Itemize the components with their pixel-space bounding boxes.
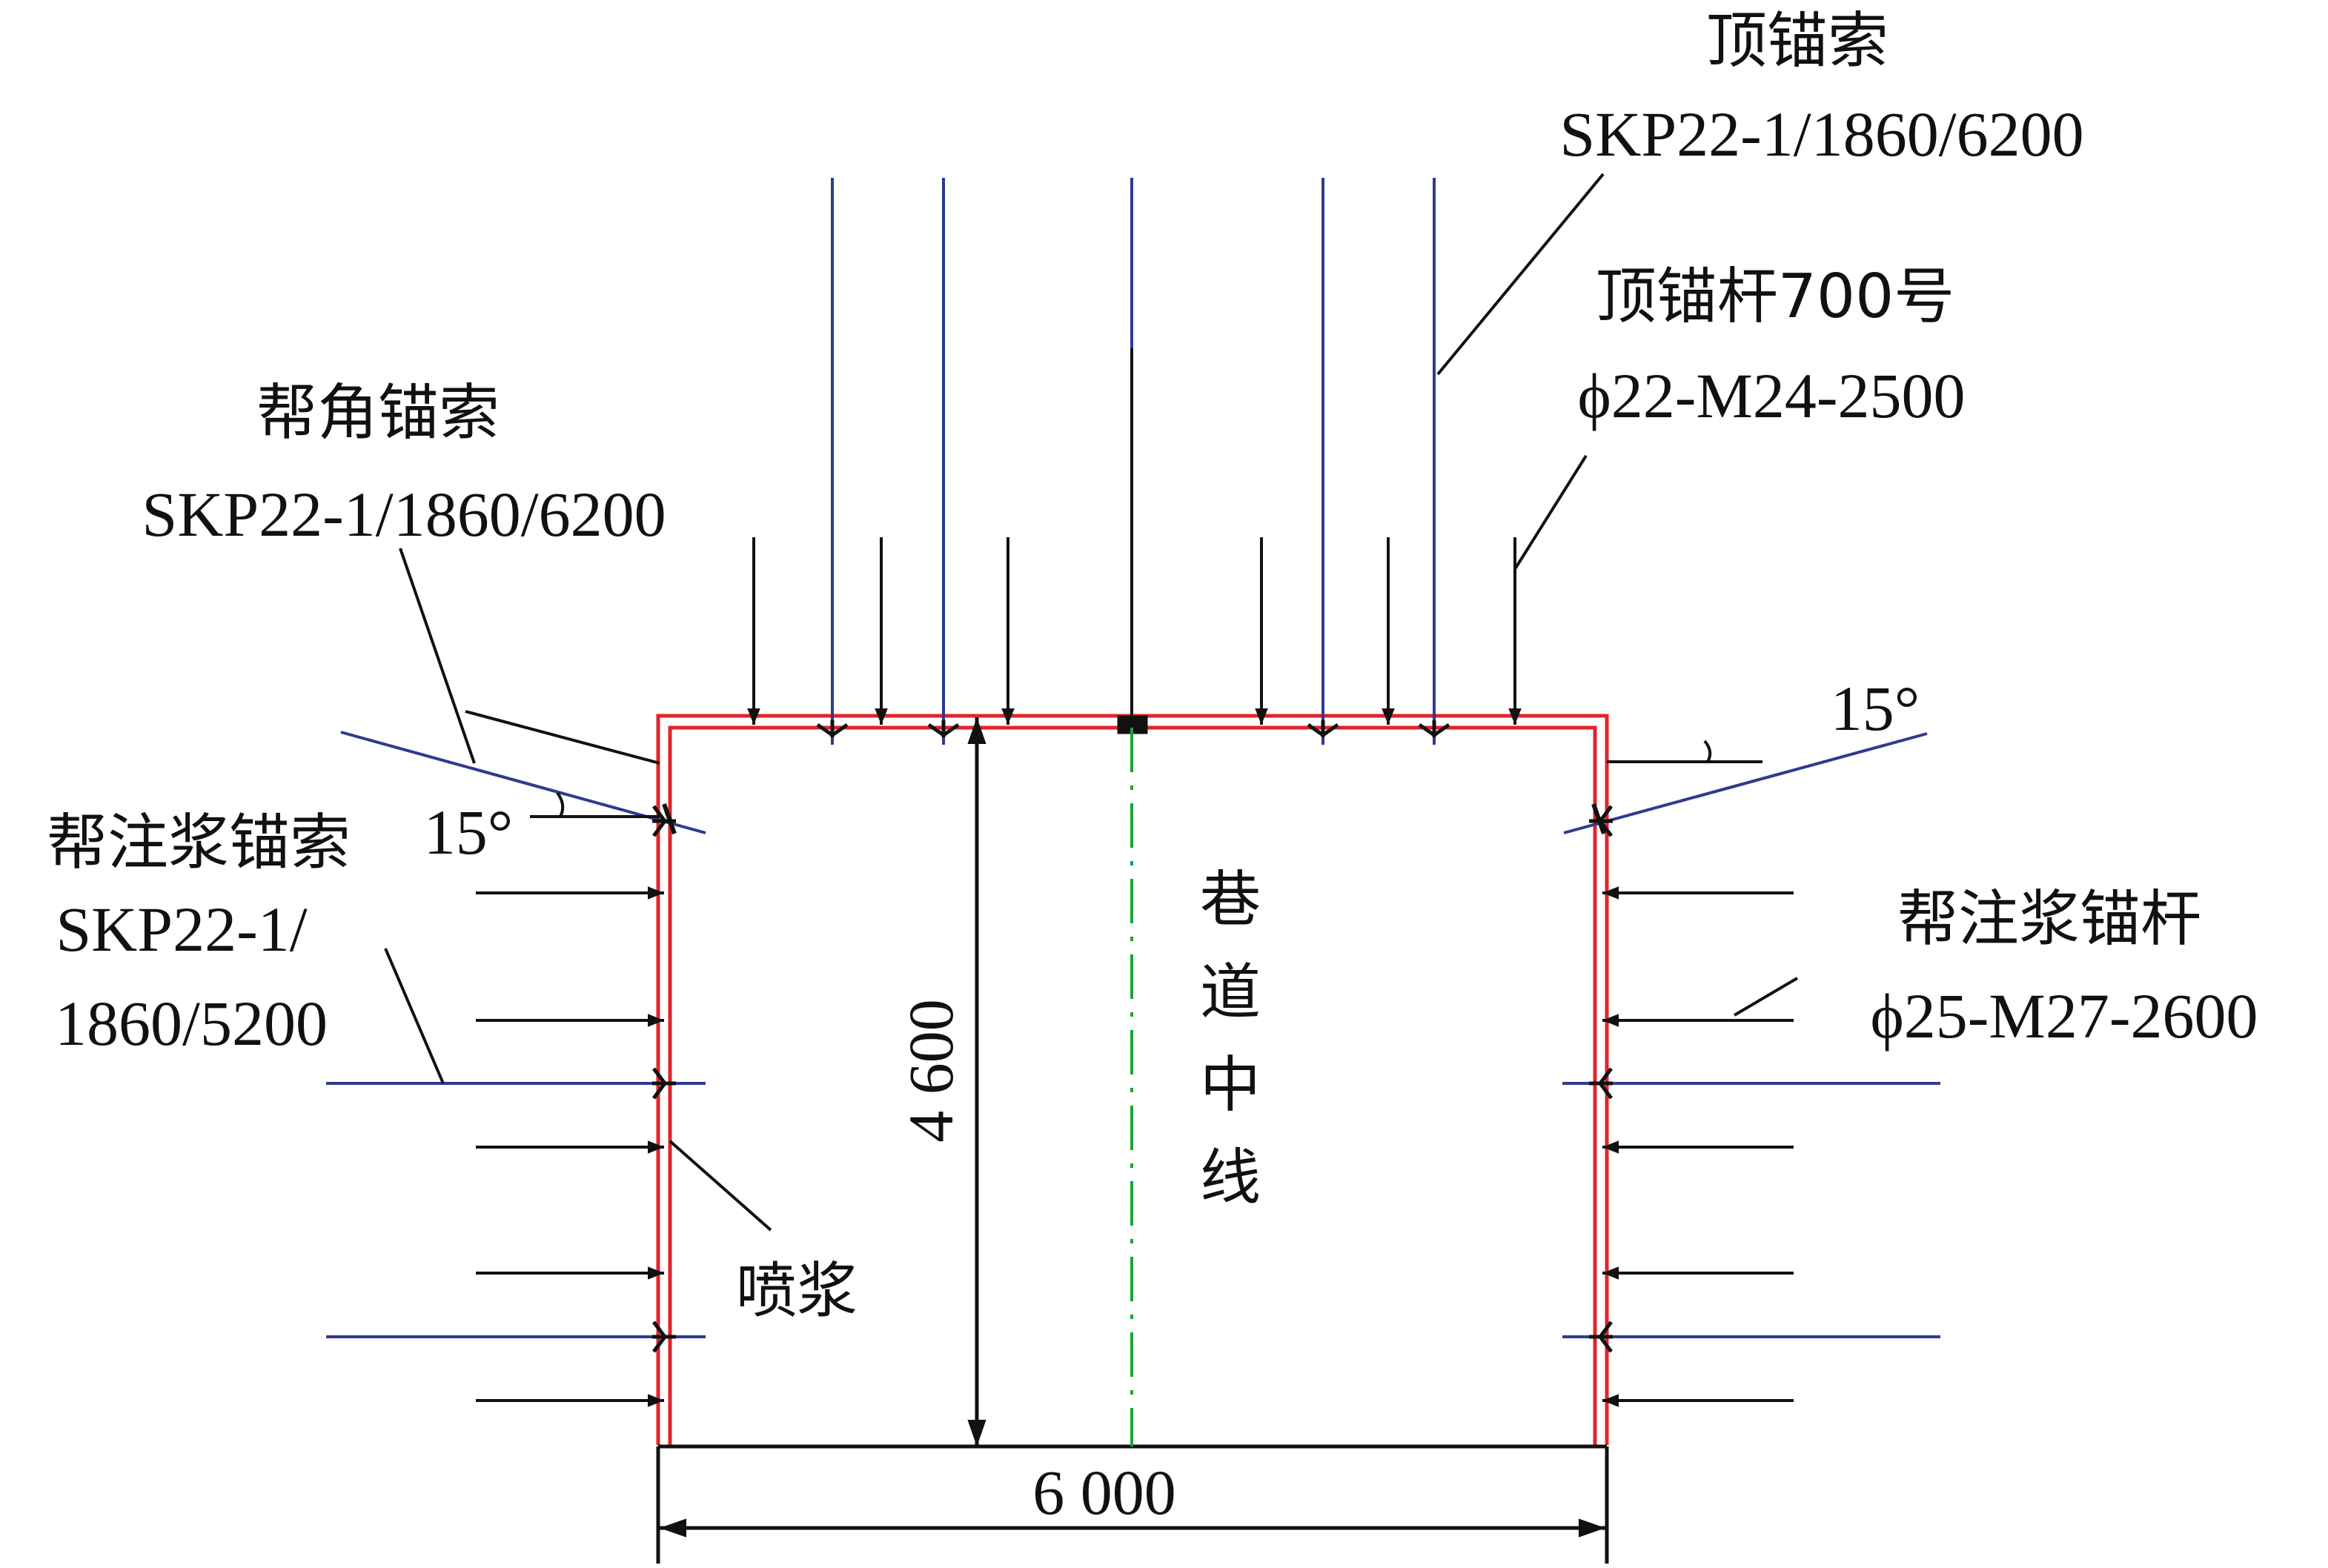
angle-marker-left xyxy=(530,791,660,818)
leader-rib-grout-bolt xyxy=(1733,977,1799,1017)
centerline-char: 道 xyxy=(1200,957,1261,1028)
corner-cable-spec: SKP22-1/1860/6200 xyxy=(142,479,666,550)
corner-cable-right xyxy=(1563,732,1928,834)
angle-marker-right xyxy=(1607,740,1762,763)
angle-label-right: 15° xyxy=(1831,673,1920,744)
corner-cable-name: 帮角锚索 xyxy=(256,378,500,448)
leader-corner-cable-1 xyxy=(399,548,476,764)
centerline-char: 巷 xyxy=(1200,865,1261,935)
rib-grout-cables xyxy=(326,1082,1940,1338)
roof-bolt-name: 顶锚杆700号 xyxy=(1596,262,1955,332)
rib-grout-cable-spec-1: SKP22-1/ xyxy=(56,894,307,965)
roof-cable-name: 顶锚索 xyxy=(1706,6,1888,76)
rib-cable-plates xyxy=(652,805,1613,1353)
leader-lines xyxy=(384,173,1799,1232)
leader-rib-grout-cable xyxy=(384,948,445,1084)
centerline-char: 线 xyxy=(1200,1143,1261,1213)
corner-cable-plates xyxy=(662,803,1606,834)
centerline-label: 巷 道 中 线 xyxy=(1200,865,1261,1213)
rib-grout-bolt-spec: ϕ25-M27-2600 xyxy=(1870,980,2258,1052)
shotcrete-label: 喷浆 xyxy=(736,1256,858,1326)
angle-label-left: 15° xyxy=(424,797,513,868)
roof-bolts xyxy=(747,348,1522,725)
right-rib-bolts xyxy=(1602,886,1794,1407)
rib-grout-cable-name: 帮注浆锚索 xyxy=(47,808,351,878)
height-dimension-label: 4 600 xyxy=(895,999,966,1143)
leader-shotcrete xyxy=(669,1140,772,1232)
width-dimension xyxy=(656,1446,1609,1564)
leader-roof-cable xyxy=(1436,173,1605,376)
rib-grout-bolt-name: 帮注浆锚杆 xyxy=(1897,884,2201,954)
roof-cable-spec: SKP22-1/1860/6200 xyxy=(1559,99,2083,170)
roof-bolt-spec: ϕ22-M24-2500 xyxy=(1577,360,1965,431)
width-dimension-label: 6 000 xyxy=(1032,1457,1176,1528)
roof-cable-plates xyxy=(816,715,1450,738)
leader-roof-bolt xyxy=(1513,454,1588,571)
left-rib-bolts xyxy=(476,886,664,1407)
centerline-char: 中 xyxy=(1200,1050,1261,1120)
rib-grout-cable-spec-2: 1860/5200 xyxy=(55,988,328,1059)
leader-corner-cable-2 xyxy=(465,710,660,765)
